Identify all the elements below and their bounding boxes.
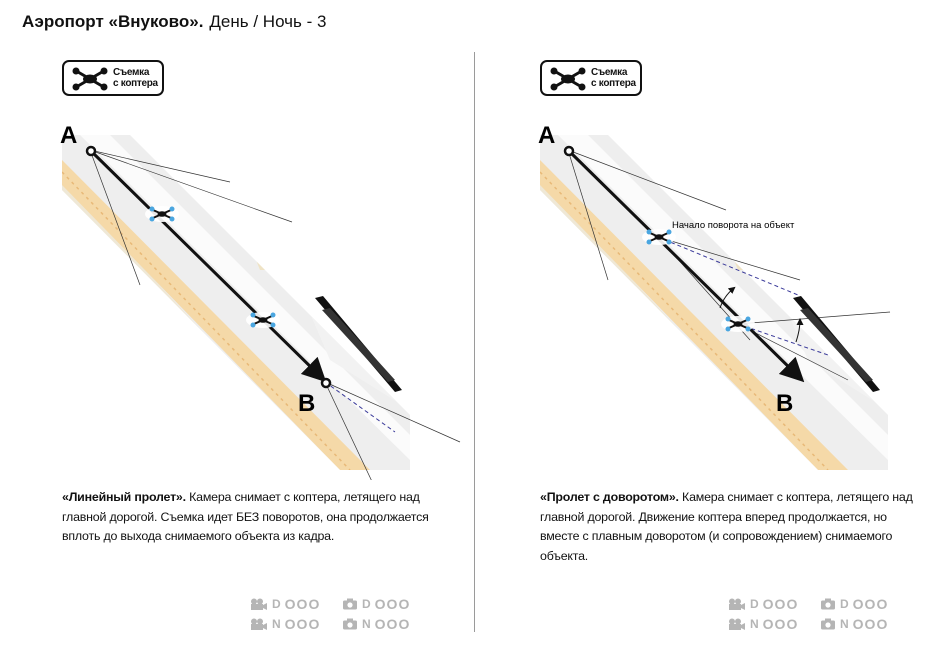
flight-path — [89, 149, 327, 383]
photo-night-label: N — [362, 617, 371, 631]
video-camera-icon — [251, 618, 267, 630]
video-camera-icon — [729, 598, 745, 610]
panel-divider — [474, 52, 475, 632]
video-day-circles: OOO — [762, 596, 799, 612]
object-direction-dashed — [324, 381, 396, 433]
description-text: Камера снимает с коптера, летящего над г… — [540, 490, 913, 563]
description-title: «Пролет с доворотом». — [540, 490, 679, 504]
badge-label: Съемка с коптера — [591, 67, 636, 89]
drone-marker — [721, 316, 755, 332]
panel-turning-flight: Съемка с коптера — [518, 0, 950, 670]
view-cone-lines — [89, 149, 461, 480]
target-object — [793, 296, 880, 392]
page-title: Аэропорт «Внуково». День / Ночь - 3 — [22, 12, 326, 32]
video-camera-icon — [729, 618, 745, 630]
flight-scene-right: Начало поворота на объект A B — [538, 122, 891, 470]
drone-icon — [72, 67, 108, 91]
drone-marker — [642, 229, 676, 245]
point-b-label: B — [298, 390, 315, 417]
photo-camera-icon — [821, 598, 835, 610]
photo-day-circles: OOO — [374, 596, 411, 612]
photo-night-label: N — [840, 617, 849, 631]
flight-scene-left: A B — [60, 122, 461, 480]
drone-marker — [145, 206, 179, 222]
copter-badge: Съемка с коптера — [540, 60, 642, 96]
video-day-label: D — [272, 597, 281, 611]
video-day-circles: OOO — [284, 596, 321, 612]
photo-camera-icon — [343, 598, 357, 610]
video-day-label: D — [750, 597, 759, 611]
photo-day-label: D — [362, 597, 371, 611]
photo-day-circles: OOO — [852, 596, 889, 612]
point-a-label: A — [60, 122, 77, 149]
video-night-label: N — [750, 617, 759, 631]
title-bold: Аэропорт «Внуково». — [22, 12, 204, 31]
point-a-marker — [85, 145, 97, 157]
photo-night-circles: OOO — [852, 616, 889, 632]
object-direction-dashed — [657, 236, 829, 356]
description-text: Камера снимает с коптера, летящего над г… — [62, 490, 429, 543]
turn-arrows — [719, 286, 804, 343]
badge-label: Съемка с коптера — [113, 67, 158, 89]
video-night-circles: OOO — [284, 616, 321, 632]
turn-start-annotation: Начало поворота на объект — [672, 220, 795, 231]
target-object — [315, 296, 402, 392]
drone-icon — [550, 67, 586, 91]
photo-camera-icon — [821, 618, 835, 630]
copter-badge: Съемка с коптера — [62, 60, 164, 96]
point-a-label: A — [538, 122, 555, 149]
photo-camera-icon — [343, 618, 357, 630]
photo-day-label: D — [840, 597, 849, 611]
description: «Пролет с доворотом». Камера снимает с к… — [540, 488, 925, 566]
description-title: «Линейный пролет». — [62, 490, 186, 504]
description: «Линейный пролет». Камера снимает с копт… — [62, 488, 447, 547]
video-camera-icon — [251, 598, 267, 610]
panel-linear-flight: Съемка с коптера — [40, 0, 480, 670]
photo-night-circles: OOO — [374, 616, 411, 632]
point-a-marker — [563, 145, 575, 157]
title-subtitle: День / Ночь - 3 — [209, 12, 327, 31]
video-night-label: N — [272, 617, 281, 631]
point-b-label: B — [776, 390, 793, 417]
point-b-marker — [320, 377, 332, 389]
flight-path — [567, 149, 805, 383]
video-night-circles: OOO — [762, 616, 799, 632]
drone-marker — [246, 312, 280, 328]
